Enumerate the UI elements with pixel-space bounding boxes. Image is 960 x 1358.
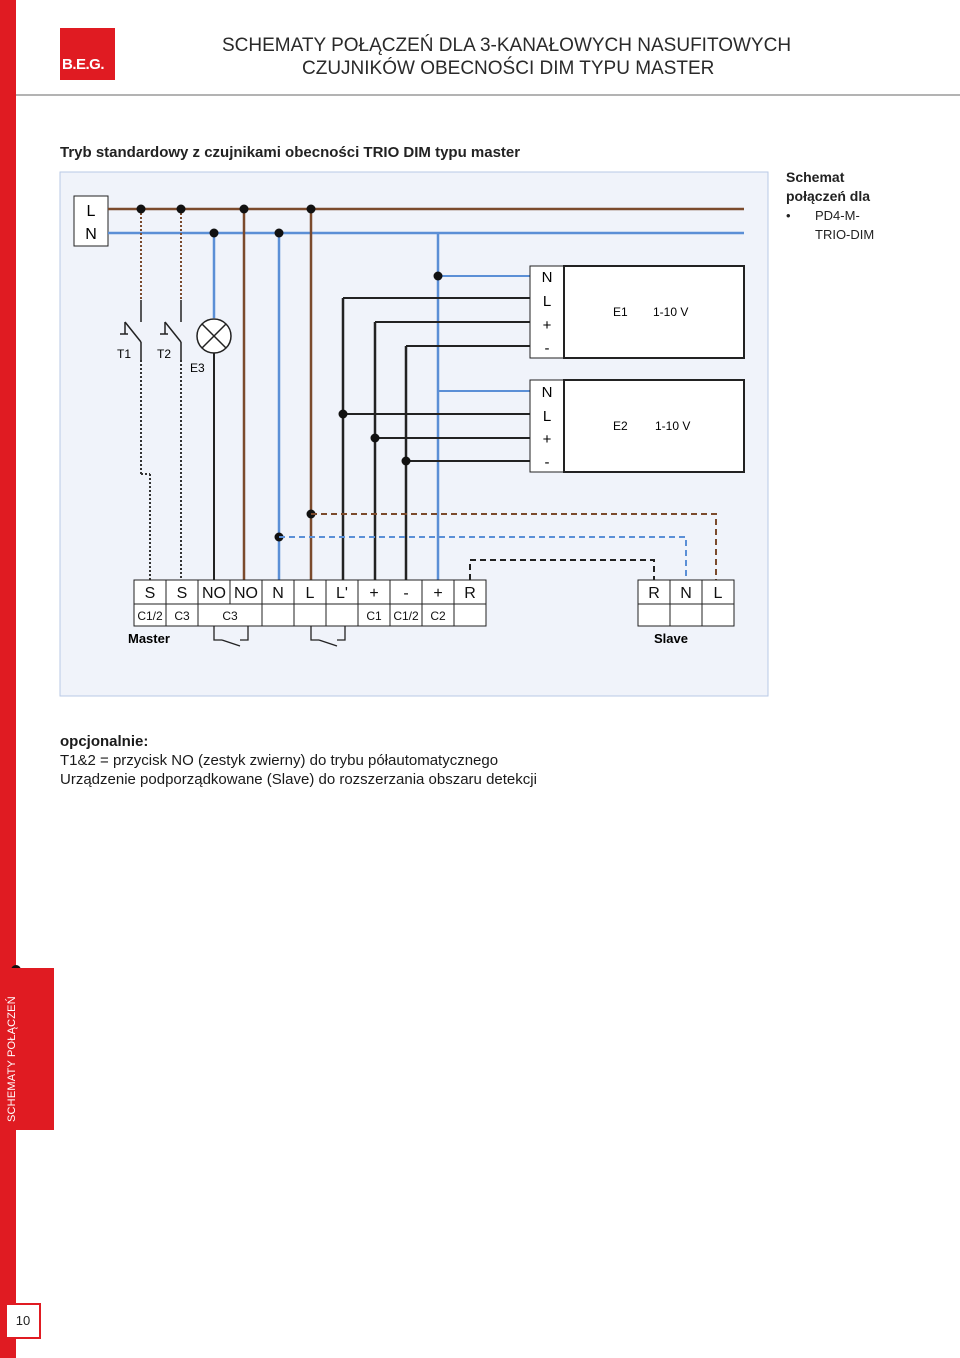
- notes-heading: opcjonalnie:: [60, 733, 149, 750]
- ballast-e1-name: E1: [613, 305, 628, 319]
- master-sub-c1: C1: [366, 609, 382, 623]
- master-sub-c3b: C3: [222, 609, 238, 623]
- master-terminal-plus2: +: [433, 585, 442, 602]
- switch-t1-label: T1: [117, 347, 131, 361]
- master-terminal-lprime: L': [336, 585, 348, 602]
- ballast-e2-name: E2: [613, 419, 628, 433]
- switch-t2: [160, 300, 182, 360]
- mains-label-box: [73, 195, 109, 247]
- sidebar-tab-label: SCHEMATY POŁĄCZEŃ: [6, 996, 18, 1122]
- header-divider: [16, 94, 960, 96]
- notes-line-1: T1&2 = przycisk NO (zestyk zwierny) do t…: [60, 752, 499, 769]
- master-sub-c12b: C1/2: [393, 609, 419, 623]
- ballast-e2-voltage: 1-10 V: [655, 419, 690, 433]
- logo-text: B.E.G.: [62, 56, 105, 73]
- switch-t1: [120, 300, 142, 360]
- legend-item: • PD4-M- TRIO-DIM: [786, 206, 874, 244]
- e2-terminal-l: L: [543, 408, 551, 425]
- junction-dots: [136, 204, 443, 542]
- slave-r-wire: [469, 559, 655, 580]
- master-sub-c2: C2: [430, 609, 446, 623]
- slave-label: Slave: [654, 631, 688, 646]
- master-terminal-no2: NO: [234, 585, 258, 602]
- master-terminal-l: L: [306, 585, 315, 602]
- master-terminal-plus1: +: [369, 585, 378, 602]
- legend-item-line-1: PD4-M-: [815, 208, 860, 223]
- slave-terminal-block: [637, 579, 735, 627]
- relay-contact-symbols: [213, 626, 346, 647]
- legend: Schemat połączeń dla • PD4-M- TRIO-DIM: [786, 168, 874, 244]
- title-line-2: CZUJNIKÓW OBECNOŚCI DIM TYPU MASTER: [302, 58, 715, 79]
- master-terminal-n: N: [272, 585, 284, 602]
- master-terminal-r: R: [464, 585, 476, 602]
- bullet-icon: •: [786, 208, 791, 223]
- e1-terminal-minus: -: [545, 340, 550, 357]
- master-sub-c3a: C3: [174, 609, 190, 623]
- e1-terminal-l: L: [543, 293, 551, 310]
- e2-terminal-minus: -: [545, 454, 550, 471]
- legend-heading-2: połączeń dla: [786, 188, 871, 204]
- legend-heading-1: Schemat: [786, 169, 845, 185]
- master-terminal-minus: -: [403, 585, 408, 602]
- legend-item-line-2: TRIO-DIM: [815, 227, 875, 242]
- sidebar-tab: [0, 968, 54, 1130]
- master-terminal-block: [133, 579, 487, 627]
- master-terminal-no1: NO: [202, 585, 226, 602]
- slave-l-wire: [311, 513, 717, 580]
- e2-terminal-n: N: [542, 384, 553, 401]
- page-number: 10: [5, 1303, 41, 1339]
- e1-terminal-n: N: [542, 269, 553, 286]
- ballast-e2: [563, 379, 745, 473]
- page-title: SCHEMATY POŁĄCZEŃ DLA 3-KANAŁOWYCH NASUF…: [222, 34, 791, 80]
- slave-terminal-r: R: [648, 585, 660, 602]
- e1-terminal-plus: +: [543, 317, 552, 334]
- master-label: Master: [128, 631, 170, 646]
- master-terminal-s2: S: [177, 585, 188, 602]
- section-subtitle: Tryb standardowy z czujnikami obecności …: [60, 144, 521, 161]
- e2-terminal-plus: +: [543, 431, 552, 448]
- e1-terminal-block: [529, 265, 565, 359]
- e2-terminal-block: [529, 379, 565, 473]
- mains-label-n: N: [85, 226, 97, 243]
- notes-line-2: Urządzenie podporządkowane (Slave) do ro…: [60, 771, 537, 788]
- ballast-e1-voltage: 1-10 V: [653, 305, 688, 319]
- mains-label-l: L: [87, 203, 96, 220]
- beg-logo: [60, 28, 115, 80]
- slave-n-wire: [279, 536, 687, 580]
- ballast-e1: [563, 265, 745, 359]
- switch-t2-label: T2: [157, 347, 171, 361]
- master-terminal-s1: S: [145, 585, 156, 602]
- lamp-e3-label: E3: [190, 361, 205, 375]
- notes: opcjonalnie: T1&2 = przycisk NO (zestyk …: [60, 732, 537, 789]
- master-sub-c12a: C1/2: [137, 609, 163, 623]
- slave-terminal-l: L: [714, 585, 723, 602]
- title-line-1: SCHEMATY POŁĄCZEŃ DLA 3-KANAŁOWYCH NASUF…: [222, 35, 792, 56]
- slave-terminal-n: N: [680, 585, 692, 602]
